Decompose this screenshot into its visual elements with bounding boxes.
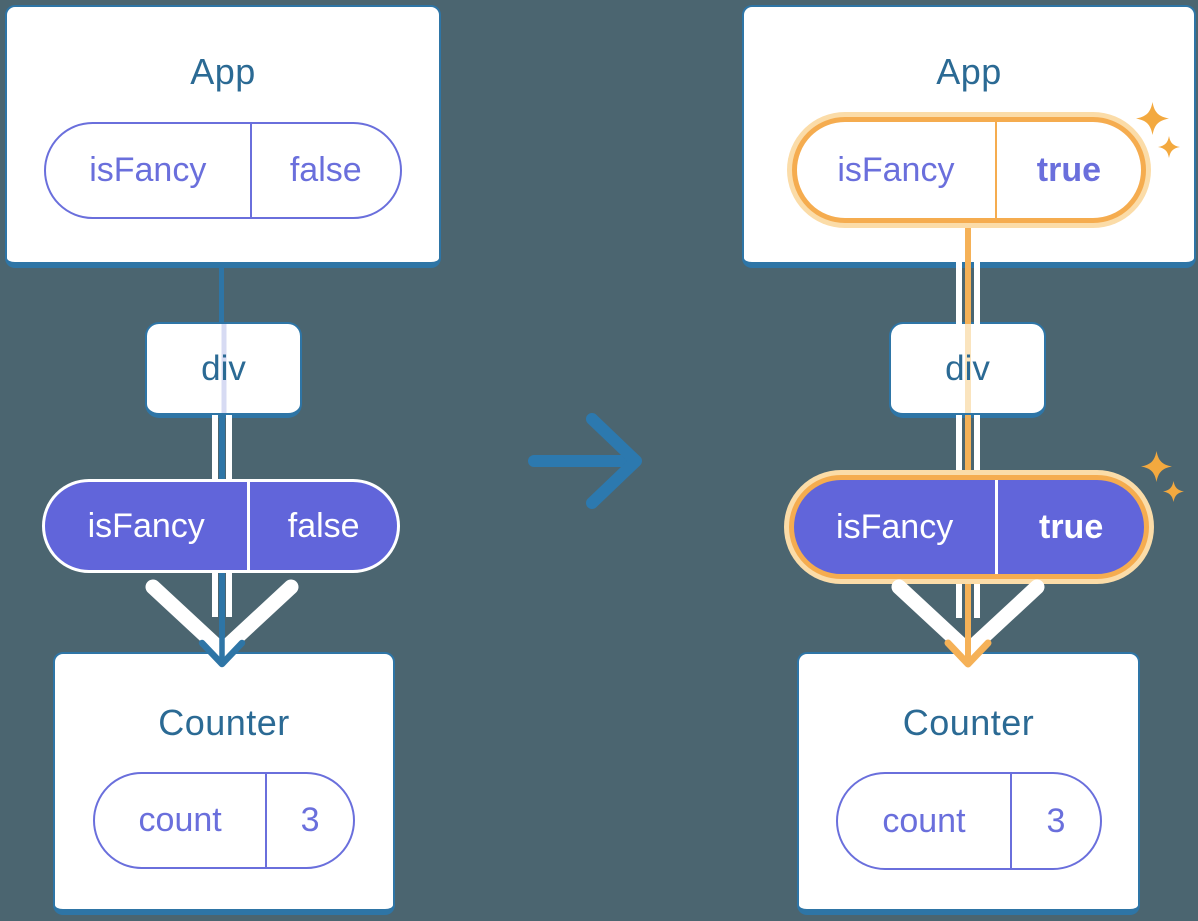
sparkle-icon-small	[1158, 136, 1180, 158]
passed-prop-name: isFancy	[87, 506, 205, 545]
passed-prop-pill-highlighted: isFancy true	[789, 475, 1149, 579]
prop-pipe-right	[974, 415, 980, 482]
prop-value: false	[249, 124, 400, 217]
counter-card: Counter count 3	[797, 652, 1140, 915]
prop-pipe-right	[226, 571, 232, 617]
prop-pipe-left	[956, 580, 962, 618]
passed-prop-value: false	[247, 482, 397, 570]
app-title: App	[936, 51, 1002, 92]
highlighted-prop-line-div-pill	[965, 415, 971, 482]
counter-state-pill: count 3	[835, 772, 1102, 870]
passed-prop-name: isFancy	[836, 507, 954, 546]
prop-line-through-div	[964, 324, 971, 413]
prop-line-through-div	[221, 324, 226, 413]
prop-name: isFancy	[89, 151, 207, 189]
edge-div-pill	[219, 415, 225, 482]
prop-pipe-left	[956, 415, 962, 482]
arrowhead-down-icon	[198, 626, 246, 668]
prop-pipe-right	[974, 580, 980, 618]
edge-app-div	[219, 264, 224, 324]
edge-pill-counter	[219, 570, 225, 654]
passed-prop-value: true	[995, 480, 1144, 574]
transition-arrow-icon	[528, 413, 642, 509]
arrowhead-down-icon	[944, 626, 992, 668]
div-label: div	[945, 348, 990, 388]
counter-state-pill: count 3	[93, 772, 355, 869]
sparkle-icon-small	[1163, 481, 1184, 502]
app-prop-pill: isFancy false	[44, 122, 402, 219]
state-name: count	[882, 801, 966, 840]
prop-pipe-right	[974, 262, 980, 324]
highlighted-prop-line-pill-counter	[965, 578, 971, 654]
prop-value: true	[994, 122, 1141, 218]
counter-title: Counter	[158, 702, 290, 743]
app-card: App isFancy false	[5, 5, 441, 268]
app-prop-pill-highlighted: isFancy true	[792, 117, 1146, 223]
app-title: App	[190, 51, 256, 92]
sparkle-icon-large	[1141, 451, 1172, 482]
sparkle-icon-large	[1136, 102, 1169, 135]
counter-card: Counter count 3	[53, 652, 395, 915]
highlighted-prop-line-app-div	[965, 228, 971, 324]
prop-pipe-left	[212, 571, 218, 617]
div-label: div	[201, 348, 246, 388]
div-box: div	[145, 322, 302, 418]
state-value: 3	[265, 774, 353, 867]
prop-name: isFancy	[837, 150, 955, 189]
prop-pipe-left	[956, 262, 962, 324]
counter-title: Counter	[902, 702, 1035, 743]
state-value: 3	[1010, 774, 1099, 868]
div-box: div	[889, 322, 1046, 418]
passed-prop-pill: isFancy false	[42, 479, 400, 573]
state-name: count	[138, 801, 222, 839]
prop-pipe-right	[226, 415, 232, 482]
prop-pipe-left	[212, 415, 218, 482]
app-card: App isFancy true	[742, 5, 1196, 268]
